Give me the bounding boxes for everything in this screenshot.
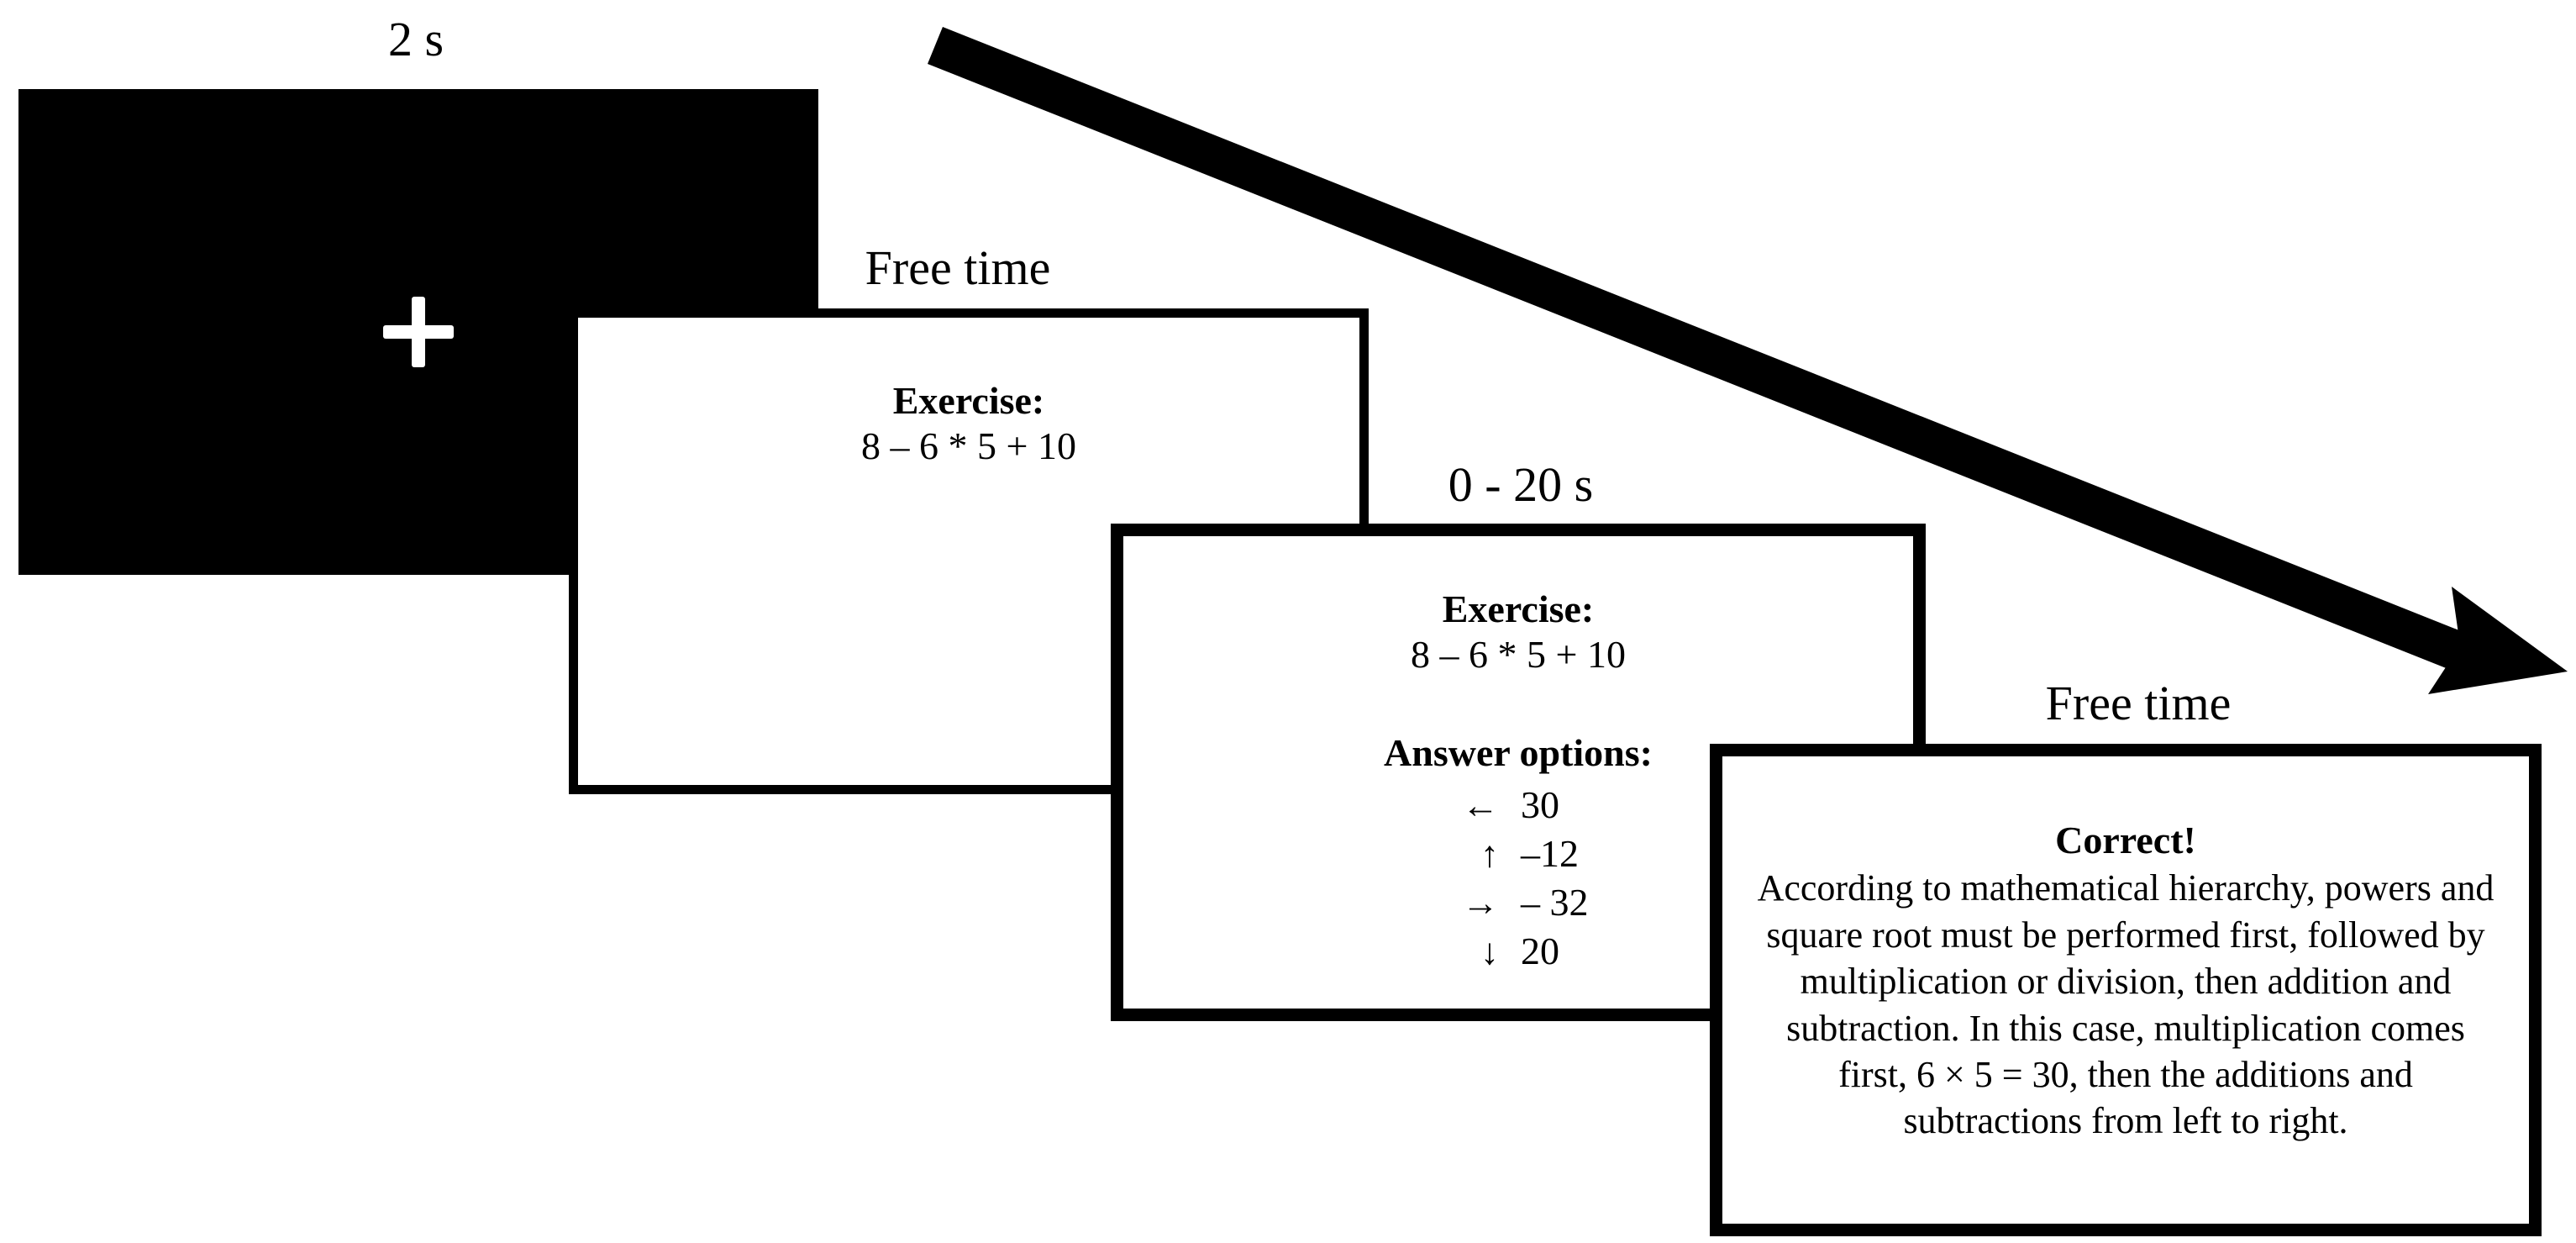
- phase-duration-exercise: Free time: [865, 240, 1051, 295]
- answer-exercise-expression: 8 – 6 * 5 + 10: [1411, 633, 1626, 677]
- arrow-down-icon: ↓: [1480, 930, 1499, 972]
- answer-option-row[interactable]: ← 30: [1123, 781, 1913, 830]
- feedback-content: Correct! According to mathematical hiera…: [1722, 817, 2529, 1145]
- phase-duration-answer: 0 - 20 s: [1448, 457, 1594, 512]
- screen-feedback: Correct! According to mathematical hiera…: [1710, 744, 2542, 1236]
- content-spacer: [1123, 678, 1913, 730]
- arrow-right-icon: →: [1462, 882, 1499, 924]
- answer-options-list: ← 30 ↑ –12 → – 32 ↓ 20: [1123, 781, 1913, 976]
- answer-exercise-heading: Exercise:: [1442, 587, 1595, 630]
- exercise-heading: Exercise:: [892, 379, 1045, 422]
- feedback-title: Correct!: [2055, 819, 2196, 861]
- answer-option-row[interactable]: ↑ –12: [1123, 830, 1913, 878]
- fixation-cross-bar-vertical: [412, 297, 425, 367]
- phase-duration-fixation: 2 s: [387, 12, 444, 66]
- answer-content: Exercise: 8 – 6 * 5 + 10 Answer options:…: [1123, 587, 1913, 976]
- answer-option-row[interactable]: ↓ 20: [1123, 927, 1913, 976]
- answer-option-value: 20: [1521, 929, 1559, 972]
- exercise-content: Exercise: 8 – 6 * 5 + 10: [578, 378, 1359, 470]
- answer-option-value: 30: [1521, 782, 1559, 826]
- fixation-cross-icon: [383, 297, 454, 367]
- phase-duration-feedback: Free time: [2045, 676, 2232, 730]
- answer-option-value: –12: [1521, 831, 1579, 875]
- exercise-expression: 8 – 6 * 5 + 10: [861, 424, 1076, 468]
- answer-option-value: – 32: [1521, 880, 1589, 924]
- arrow-up-icon: ↑: [1480, 833, 1499, 875]
- answer-options-heading: Answer options:: [1384, 730, 1653, 774]
- arrow-left-icon: ←: [1462, 784, 1499, 826]
- feedback-body: According to mathematical hierarchy, pow…: [1757, 867, 2495, 1142]
- answer-option-row[interactable]: → – 32: [1123, 878, 1913, 927]
